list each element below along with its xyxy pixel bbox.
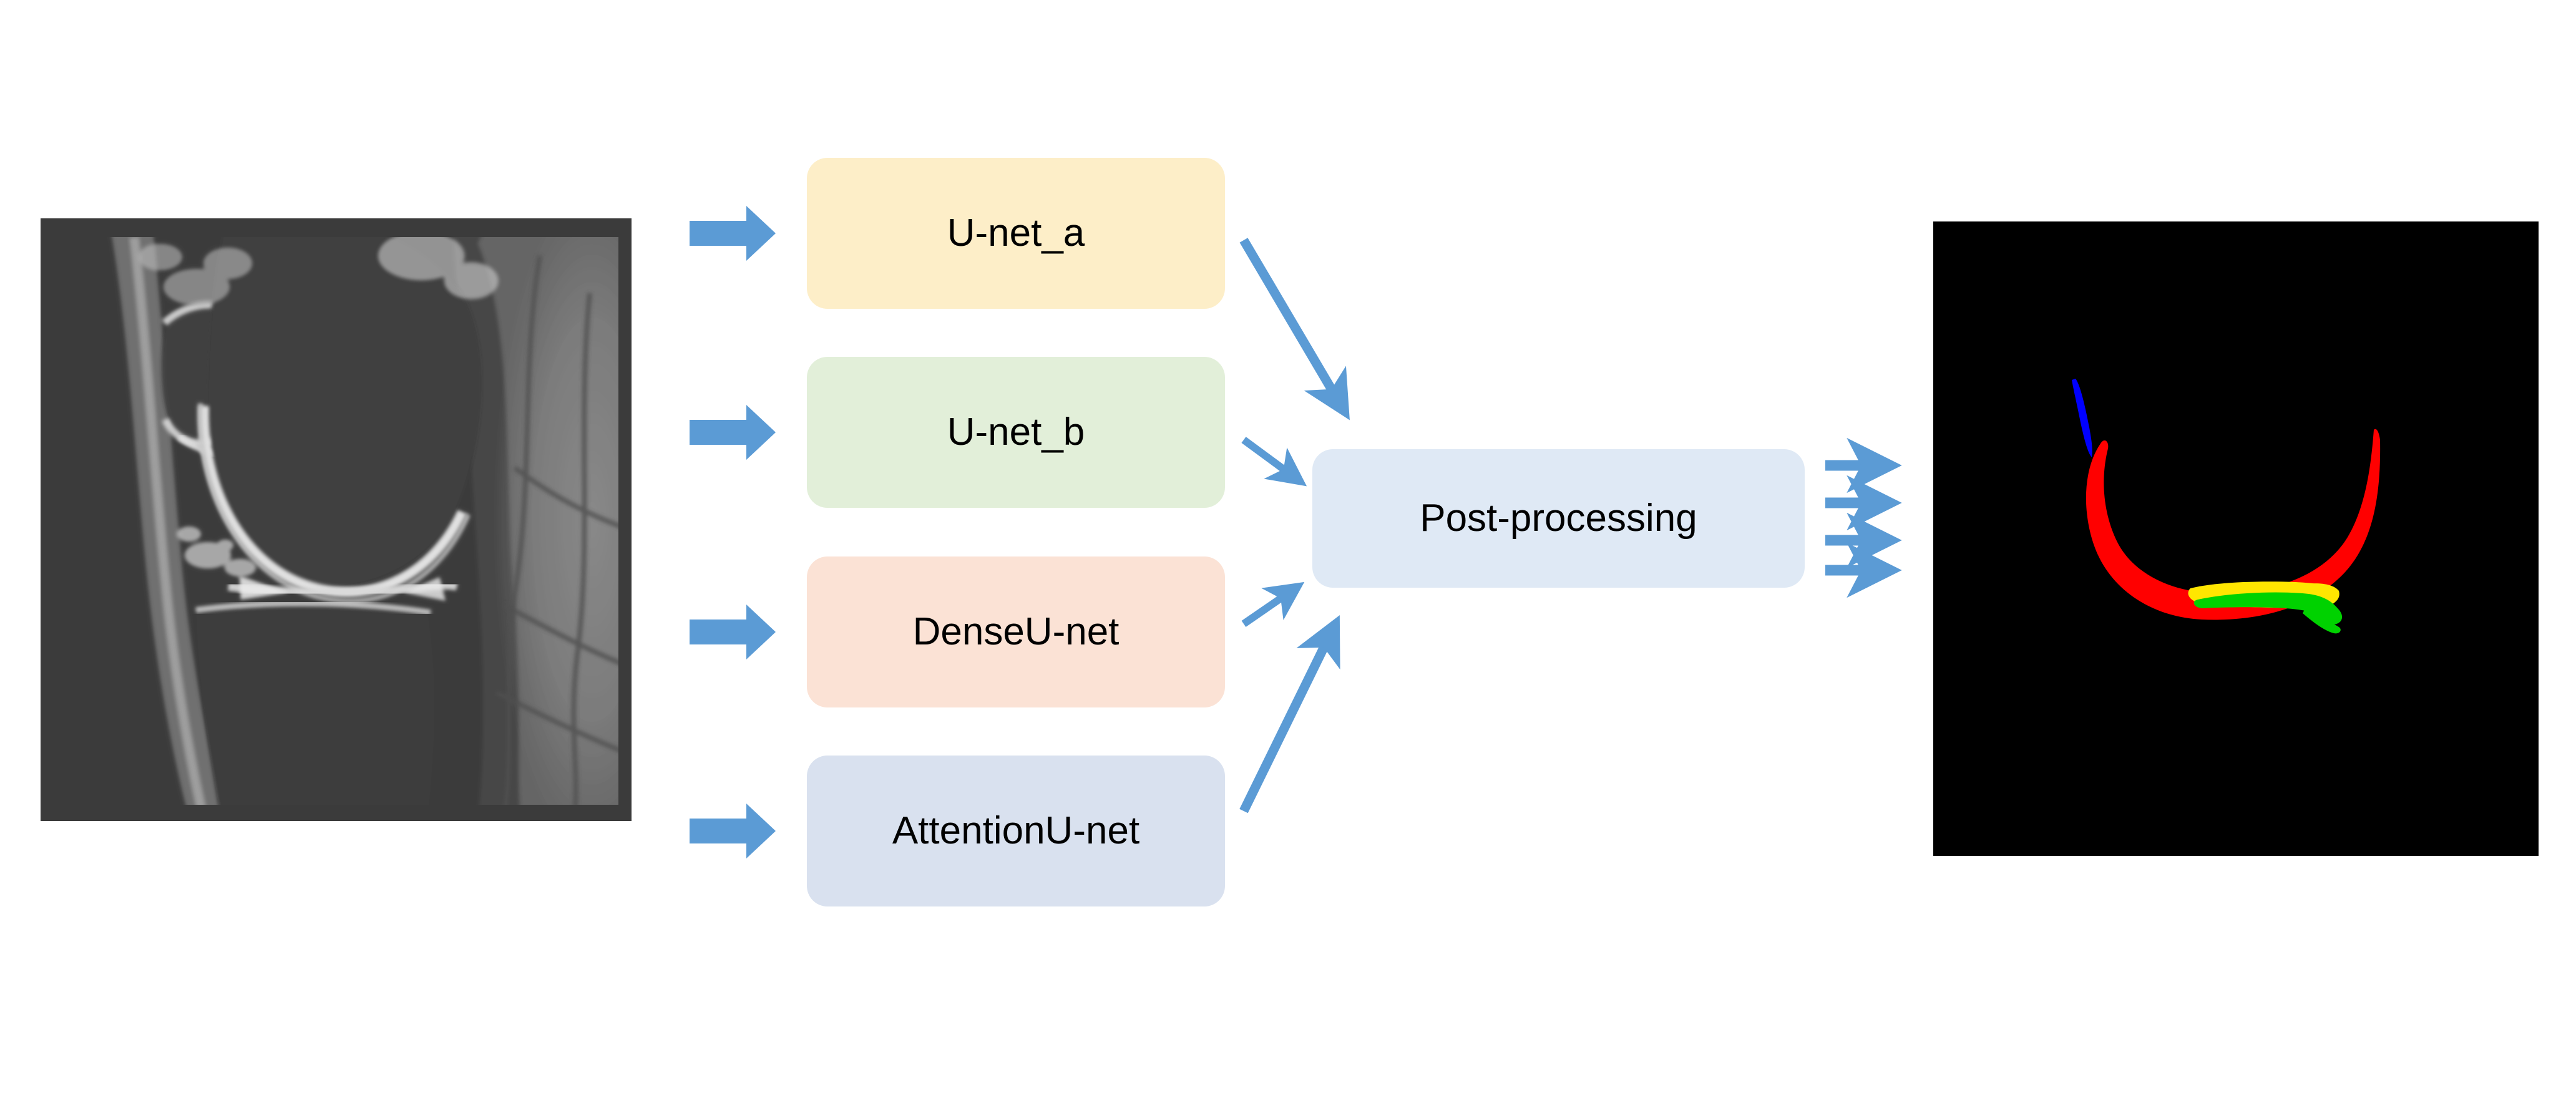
model-label-attentionunet: AttentionU-net — [892, 809, 1140, 852]
model-label-unet-a: U-net_a — [947, 211, 1085, 255]
postprocessing-label: Post-processing — [1420, 496, 1697, 540]
input-mri-image — [41, 218, 632, 821]
input-block-arrows — [690, 206, 776, 858]
output-segmentation-image — [1933, 221, 2539, 856]
arrow-attentionunet-to-postprocessing — [1239, 615, 1340, 814]
arrow-unet-b-to-postprocessing — [1241, 437, 1307, 487]
segmentation-background — [1933, 221, 2539, 856]
mri-render — [41, 218, 632, 821]
arrow-unet-a-to-postprocessing — [1239, 238, 1350, 420]
segmentation-render — [1933, 221, 2539, 856]
input-arrow-to-unet-b — [690, 405, 776, 460]
model-label-denseunet: DenseU-net — [912, 610, 1120, 653]
meniscus-region — [2193, 592, 2343, 624]
model-box-unet-a[interactable]: U-net_a — [807, 158, 1225, 309]
arrow-denseunet-to-postprocessing — [1241, 581, 1305, 627]
input-arrow-to-denseunet — [690, 605, 776, 659]
postprocessing-box[interactable]: Post-processing — [1312, 449, 1805, 588]
input-arrow-to-attentionunet — [690, 804, 776, 858]
meniscus-region-tail — [2303, 608, 2341, 634]
output-arrows — [1825, 437, 1902, 598]
patellar-cartilage-region — [2072, 379, 2092, 457]
model-box-denseunet[interactable]: DenseU-net — [807, 556, 1225, 707]
model-label-unet-b: U-net_b — [947, 410, 1085, 454]
input-arrow-to-unet-a — [690, 206, 776, 261]
model-box-unet-b[interactable]: U-net_b — [807, 357, 1225, 508]
model-box-attentionunet[interactable]: AttentionU-net — [807, 756, 1225, 906]
